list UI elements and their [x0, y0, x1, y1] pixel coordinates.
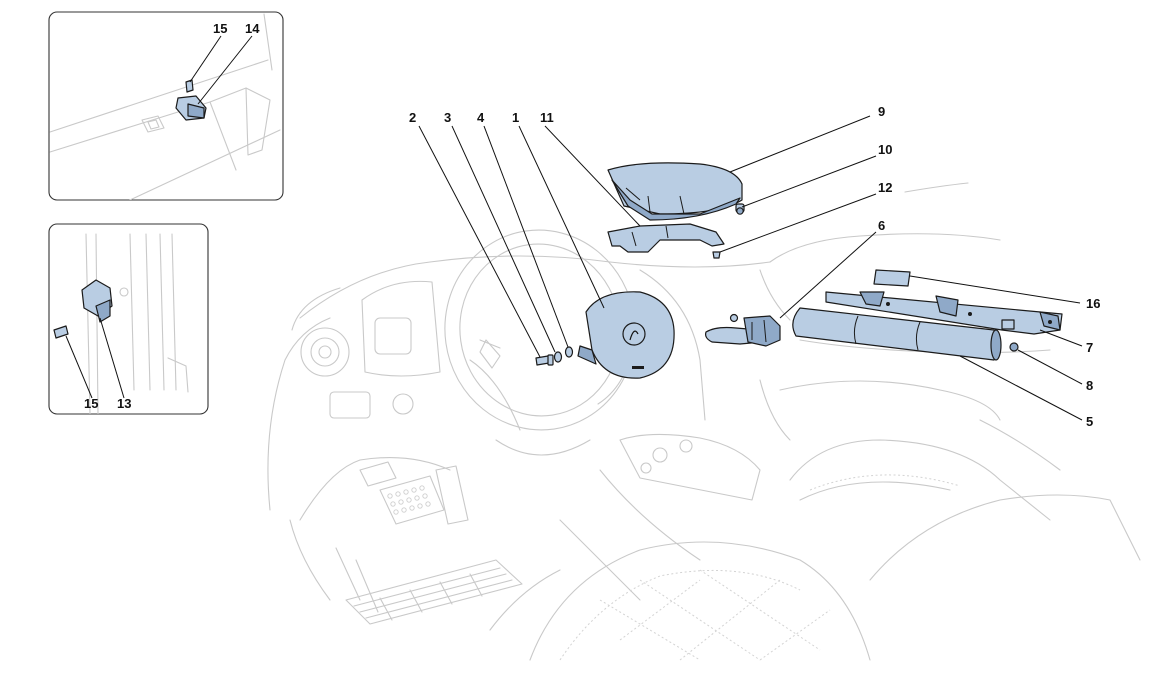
callout-4: 4 — [477, 110, 485, 125]
nut-10 — [736, 207, 744, 215]
inset-top-sensor — [175, 79, 207, 121]
warning-label-16 — [873, 269, 911, 287]
screw-12 — [712, 251, 721, 259]
driver-airbag-module — [577, 291, 675, 379]
callout-8: 8 — [1086, 378, 1093, 393]
inset-top-callout-15: 15 — [213, 21, 227, 36]
ghost-interior — [267, 182, 1141, 661]
inset-bottom-callout-15: 15 — [84, 396, 98, 411]
callout-labels: 2 3 4 1 11 9 10 12 6 16 7 8 5 — [409, 104, 1100, 429]
inset-top-callout-14: 14 — [245, 21, 260, 36]
leader-lines — [418, 115, 1083, 421]
inset-bottom: 15 13 — [48, 223, 209, 415]
callout-7: 7 — [1086, 340, 1093, 355]
callout-2: 2 — [409, 110, 416, 125]
steering-airbag-fasteners — [535, 346, 574, 366]
inset-bottom-callout-13: 13 — [117, 396, 131, 411]
callout-9: 9 — [878, 104, 885, 119]
callout-12: 12 — [878, 180, 892, 195]
nut-8 — [1009, 342, 1019, 352]
airbag-mounting-rail — [825, 291, 1063, 335]
callout-11: 11 — [540, 110, 554, 125]
knee-airbag-tube — [792, 307, 1002, 361]
inset-top: 15 14 — [48, 11, 284, 201]
callout-1: 1 — [512, 110, 519, 125]
callout-16: 16 — [1086, 296, 1100, 311]
airbag-inflator-unit — [705, 313, 781, 347]
airbag-bracket — [607, 223, 725, 253]
inset-bottom-sensor — [53, 279, 113, 339]
passenger-airbag-module — [607, 162, 745, 221]
callout-5: 5 — [1086, 414, 1093, 429]
airbag-parts — [535, 162, 1063, 379]
callout-10: 10 — [878, 142, 892, 157]
callout-6: 6 — [878, 218, 885, 233]
callout-3: 3 — [444, 110, 451, 125]
